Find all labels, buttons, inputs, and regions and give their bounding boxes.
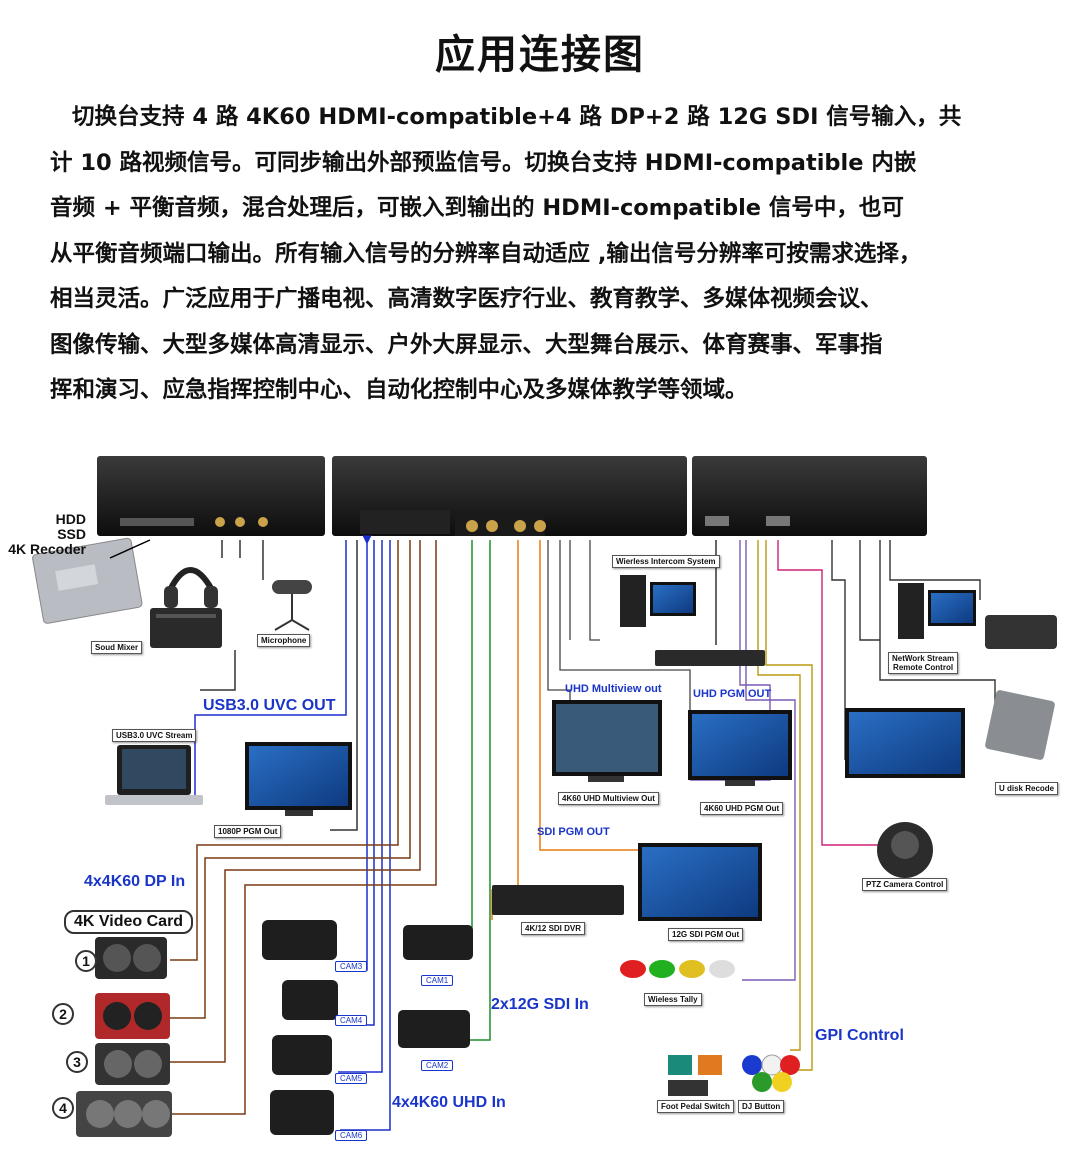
connection-diagram: 1 2 3 4 [32, 456, 1057, 1137]
sdi-pgm-tag: 12G SDI PGM Out [668, 928, 744, 941]
video-cards [52, 937, 172, 1137]
uhd-in-label: 4x4K60 UHD In [392, 1094, 506, 1111]
ptz-tag: PTZ Camera Control [862, 878, 948, 891]
camera-tag: CAM2 [421, 1060, 454, 1071]
description-line: 挥和演习、应急指挥控制中心、自动化控制中心及多媒体教学等领域。 [50, 377, 748, 403]
description-line: 计 10 路视频信号。可同步输出外部预监信号。切换台支持 HDMI-compat… [50, 149, 917, 176]
foot-pedals [668, 1055, 722, 1096]
microphone [272, 580, 312, 631]
pgm-1080p-tag: 1080P PGM Out [214, 825, 282, 838]
udisk [985, 690, 1055, 760]
card-number: 4 [59, 1100, 67, 1116]
dj-button-tag: DJ Button [738, 1100, 785, 1113]
monitor-1080p [245, 742, 352, 816]
video-card-label: 4K Video Card [64, 910, 194, 934]
tally-lights [620, 960, 735, 978]
network-pc [898, 583, 1057, 649]
description: 切换台支持 4 路 4K60 HDMI-compatible+4 路 DP+2 … [50, 95, 1035, 414]
ssd-drive [32, 537, 143, 624]
sdi-dvr-tag: 4K/12 SDI DVR [521, 922, 586, 935]
tally-tag: Wieless Tally [644, 993, 702, 1006]
intercom-tag: Wierless Intercom System [612, 555, 720, 568]
foot-pedal-tag: Foot Pedal Switch [657, 1100, 734, 1113]
switcher-left-panel [97, 456, 325, 536]
udisk-tag: U disk Recode [995, 782, 1059, 795]
switcher-right-panel [692, 456, 927, 536]
sdi-pgm-out-label: SDI PGM OUT [537, 826, 610, 838]
camera-tag: CAM1 [421, 975, 454, 986]
description-line: 切换台支持 4 路 4K60 HDMI-compatible+4 路 DP+2 … [72, 104, 962, 130]
storage-label: HDD SSD 4K Recoder [8, 511, 86, 557]
dj-buttons [742, 1054, 800, 1092]
intercom-pc [620, 575, 765, 666]
description-line: 音频 + 平衡音频，混合处理后，可嵌入到输出的 HDMI-compatible … [50, 195, 904, 221]
monitor-sdi-pgm [638, 843, 762, 921]
camera-tag: CAM3 [335, 961, 368, 972]
description-line: 图像传输、大型多媒体高清显示、户外大屏显示、大型舞台展示、体育赛事、军事指 [50, 331, 883, 358]
uhd-multiview-out-label: UHD Multiview out [565, 683, 662, 695]
headphones [164, 567, 218, 608]
card-number: 3 [73, 1054, 81, 1070]
microphone-tag: Microphone [257, 634, 311, 647]
card-number: 2 [59, 1006, 67, 1022]
cameras [262, 920, 473, 1135]
monitor-uhd-pgm [688, 710, 792, 786]
camera-tag: CAM6 [335, 1130, 368, 1141]
dp-in-label: 4x4K60 DP In [84, 873, 186, 890]
monitor-multiview [552, 700, 662, 782]
sdi-dvr [492, 885, 624, 915]
multiview-4k60-tag: 4K60 UHD Multiview Out [558, 792, 659, 805]
gpi-control-label: GPI Control [815, 1027, 904, 1044]
card-number: 1 [82, 953, 90, 969]
camera-tag: CAM4 [335, 1015, 368, 1026]
laptop [105, 745, 203, 805]
network-stream-tag: NetWork Stream Remote Control [888, 652, 959, 674]
usb-uvc-out-label: USB3.0 UVC OUT [203, 697, 336, 714]
ptz-controller [877, 822, 933, 878]
switcher-center-panel [332, 456, 687, 536]
sdi-in-label: 2x12G SDI In [491, 996, 589, 1013]
uhd-pgm-out-label: UHD PGM OUT [693, 688, 772, 700]
camera-tag: CAM5 [335, 1073, 368, 1084]
description-line: 从平衡音频端口输出。所有输入信号的分辨率自动适应 ,输出信号分辨率可按需求选择， [50, 240, 922, 267]
sound-mixer-tag: Soud Mixer [91, 641, 143, 654]
page-title: 应用连接图 [435, 32, 645, 78]
sound-mixer [150, 608, 222, 648]
pgm-4k60-tag: 4K60 UHD PGM Out [700, 802, 784, 815]
big-tv [845, 708, 965, 778]
usb-stream-tag: USB3.0 UVC Stream [112, 729, 197, 742]
description-line: 相当灵活。广泛应用于广播电视、高清数字医疗行业、教育教学、多媒体视频会议、 [50, 286, 883, 312]
